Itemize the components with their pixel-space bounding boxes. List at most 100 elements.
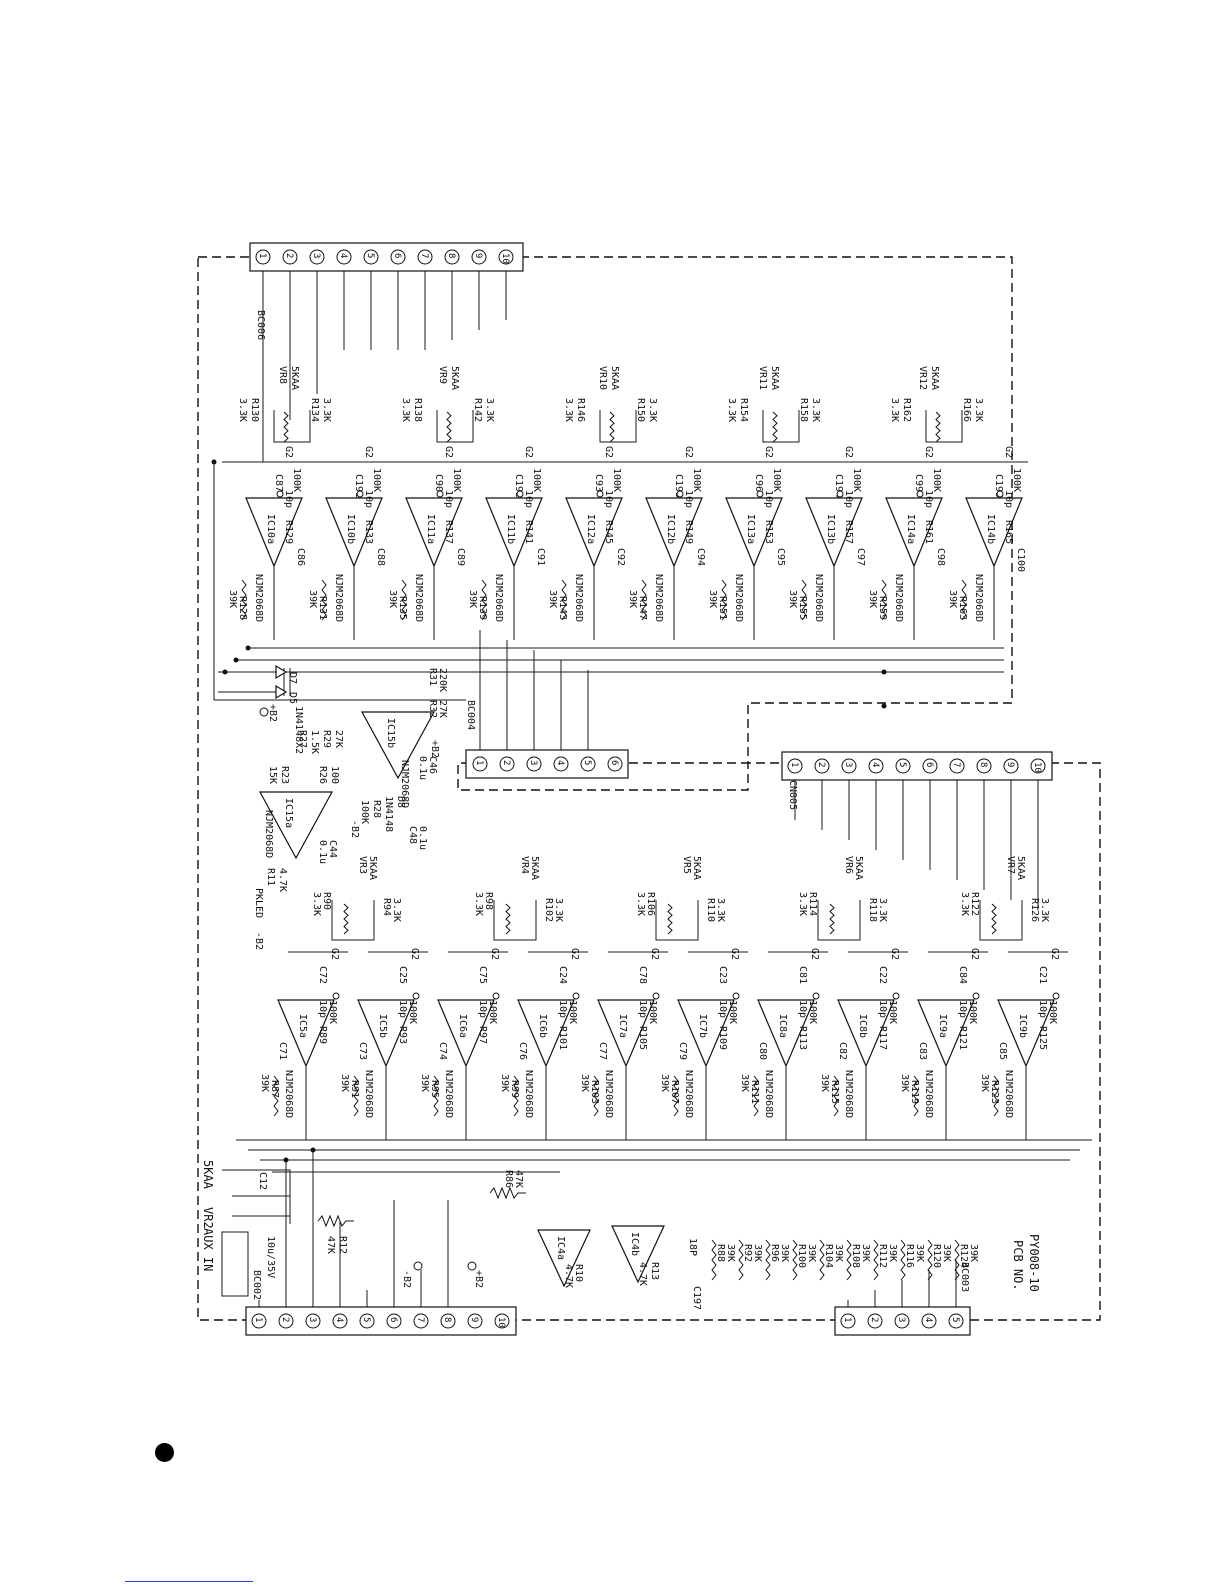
pot-label: VR5: [681, 856, 692, 874]
ground-label: G2: [889, 948, 900, 960]
aux-input-section: AUX IN 5KAA VR2 C12 10u/35V 47K R12 R86 …: [201, 1160, 702, 1310]
feedback-resistor-ref: R105: [637, 1026, 648, 1050]
feedback-cap-value: 10p: [843, 490, 854, 508]
resistor-ref: R124: [958, 1244, 969, 1268]
feedback-cap-ref: C82: [837, 1042, 848, 1060]
input-resistor-value: 39K: [259, 1074, 270, 1092]
r12-val: 47K: [325, 1236, 336, 1254]
connector-bc004: BC004: [465, 700, 629, 779]
r28-val: 100K: [359, 800, 370, 824]
bc002-pin-number: 6: [388, 1317, 398, 1322]
op-amp-label: IC11b: [505, 514, 516, 544]
op-amp-part: NJM2068D: [603, 1070, 614, 1118]
op-amp-part: NJM2068D: [413, 574, 424, 622]
resistor-value: 39K: [914, 1244, 925, 1262]
input-resistor-value: 39K: [579, 1074, 590, 1092]
r86-ref: R86: [503, 1170, 514, 1188]
feedback-cap-value: 10p: [763, 490, 774, 508]
bc003-pin-number: 4: [923, 1317, 933, 1322]
op-amp-part: NJM2068D: [923, 1070, 934, 1118]
pot-top-resistor-ref: R98: [483, 892, 494, 910]
resistor-value: 39K: [887, 1244, 898, 1262]
supply-cap-ref: C75: [477, 966, 488, 984]
feedback-cap-ref: C98: [935, 548, 946, 566]
supply-cap-ref: C72: [317, 966, 328, 984]
op-amp-symbol: [997, 999, 1055, 1068]
pot-bottom-resistor-value: 3.3K: [321, 398, 332, 422]
supply-cap-ref: C84: [957, 966, 968, 984]
pot-label: VR8: [277, 366, 288, 384]
feedback-resistor-ref: R157: [843, 520, 854, 544]
pot-bottom-resistor-value: 3.3K: [484, 398, 495, 422]
cn005-pin-number: 9: [1005, 762, 1015, 767]
pot-top-resistor-value: 3.3K: [797, 892, 808, 916]
input-resistor-ref: R107: [669, 1080, 680, 1104]
pot-top-resistor-ref: R106: [645, 892, 656, 916]
bc002-pin-number: 8: [442, 1317, 452, 1322]
pot-top-resistor-value: 3.3K: [635, 892, 646, 916]
bc002-pin: 4: [332, 1313, 348, 1329]
c12-val: 10u/35V: [265, 1236, 276, 1278]
ground-label: G2: [523, 446, 534, 458]
pot-label: VR10: [597, 366, 608, 390]
ic15b-symbol: [360, 711, 436, 780]
feedback-resistor-value: 100K: [807, 1000, 818, 1024]
op-amp-part: NJM2068D: [1003, 1070, 1014, 1118]
c44-ref: C44: [327, 840, 338, 858]
pot-top-resistor-value: 3.3K: [726, 398, 737, 422]
ground-label: G2: [443, 446, 454, 458]
ground-label: G2: [283, 446, 294, 458]
feedback-cap-ref: C79: [677, 1042, 688, 1060]
op-amp-symbol: [245, 497, 303, 568]
cn005-pin-number: 2: [816, 762, 826, 767]
op-amp-part: NJM2068D: [283, 1070, 294, 1118]
pot-top-resistor-value: 3.3K: [563, 398, 574, 422]
pot-value: 5KAA: [929, 366, 940, 390]
feedback-resistor-ref: R137: [443, 520, 454, 544]
pot-value: 5KAA: [609, 366, 620, 390]
input-resistor-value: 39K: [867, 590, 878, 608]
pot-bottom-resistor-ref: R142: [472, 398, 483, 422]
r26-ref: R26: [317, 766, 328, 784]
d8-label: D8: [395, 796, 406, 808]
feedback-cap-ref: C94: [695, 548, 706, 566]
resistor-value: 39K: [833, 1244, 844, 1262]
resistor-value: 39K: [806, 1244, 817, 1262]
cn005-pin: 7: [949, 758, 965, 774]
bc006-pin: 9: [471, 249, 487, 265]
ic4a-label: IC4a: [555, 1236, 566, 1260]
ground-label: G2: [603, 446, 614, 458]
op-amp-label: IC10b: [345, 514, 356, 544]
ground-label: G2: [809, 948, 820, 960]
bc006-pin-number: 2: [284, 253, 294, 258]
bc002-pin: 7: [413, 1313, 429, 1329]
feedback-cap-ref: C74: [437, 1042, 448, 1060]
bc004-label: BC004: [465, 700, 476, 730]
op-amp-label: IC13b: [825, 514, 836, 544]
input-resistor-ref: R155: [797, 596, 808, 620]
bc006-pin-number: 10: [500, 253, 510, 264]
resistor-value: 39K: [968, 1244, 979, 1262]
op-amp-part: NJM2068D: [333, 574, 344, 622]
d8-part: 1N4148: [383, 796, 394, 832]
pot-bottom-resistor-value: 3.3K: [553, 898, 564, 922]
pot-top-resistor-ref: R146: [575, 398, 586, 422]
feedback-cap-value: 10p: [283, 490, 294, 508]
cn005-pin: 9: [1003, 758, 1019, 774]
feedback-cap-value: 10p: [717, 1000, 728, 1018]
feedback-cap-value: 10p: [443, 490, 454, 508]
bc002-pin-number: 2: [280, 1317, 290, 1322]
bc006-pin-number: 1: [257, 253, 267, 258]
resistor-ref: R120: [931, 1244, 942, 1268]
